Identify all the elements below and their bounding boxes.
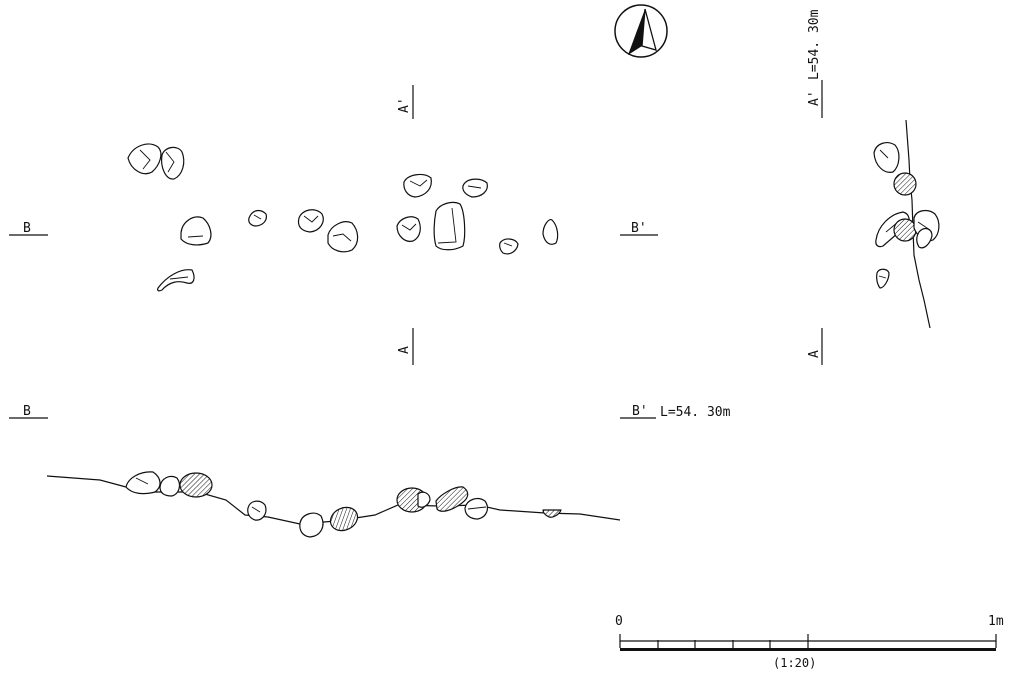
plan-stone xyxy=(297,209,324,233)
plan-stone xyxy=(180,216,212,246)
section-stone-hatched xyxy=(542,509,562,518)
scale-ratio-label: (1:20) xyxy=(773,656,816,670)
plan-stone xyxy=(161,146,185,180)
plan-stone xyxy=(248,209,267,227)
plan-stone xyxy=(327,221,359,253)
section-stone-hatched xyxy=(435,486,469,512)
section-stone xyxy=(876,268,890,289)
plan-stones xyxy=(127,143,559,292)
section-stone xyxy=(464,498,488,520)
plan-section-b-markers: B B' xyxy=(9,221,658,236)
section-a-label: A xyxy=(807,350,822,358)
section-stone-hatched xyxy=(893,172,917,196)
section-b-prime-label: B' xyxy=(632,404,648,419)
plan-stone xyxy=(499,238,519,255)
section-stone-hatched xyxy=(329,506,359,532)
plan-b-label: B xyxy=(23,221,31,236)
section-stone-hatched xyxy=(396,487,431,513)
plan-a-prime-label: A' xyxy=(397,97,412,113)
section-b-profile: B B' L=54. 30m xyxy=(9,404,731,538)
plan-stone xyxy=(396,216,421,242)
section-stone xyxy=(873,142,900,173)
section-stone xyxy=(299,512,324,538)
section-stone xyxy=(916,227,933,249)
section-stone-hatched xyxy=(893,218,917,242)
section-b-level-label: L=54. 30m xyxy=(660,405,731,420)
scale-end-label: 1m xyxy=(988,614,1004,629)
plan-section-a-markers: A' A xyxy=(397,85,414,365)
plan-stone xyxy=(157,269,195,292)
plan-stone xyxy=(462,178,488,198)
section-a-level-label: L=54. 30m xyxy=(807,9,822,80)
section-stone-hatched xyxy=(179,472,213,498)
scale-bar: 0 1m (1:20) xyxy=(615,614,1004,670)
section-a-prime-label: A' xyxy=(807,90,822,106)
scale-start-label: 0 xyxy=(615,614,623,629)
section-stone xyxy=(125,471,161,495)
north-arrow-icon xyxy=(614,4,668,58)
plan-stone xyxy=(127,143,162,175)
section-a-profile: A' L=54. 30m A xyxy=(807,9,940,365)
section-stone xyxy=(159,475,181,497)
plan-a-label: A xyxy=(397,346,412,354)
plan-stone xyxy=(403,173,432,198)
plan-stone xyxy=(542,219,559,245)
section-stone xyxy=(247,500,267,521)
plan-b-prime-label: B' xyxy=(631,221,647,236)
section-b-label: B xyxy=(23,404,31,419)
plan-stone xyxy=(433,201,466,251)
